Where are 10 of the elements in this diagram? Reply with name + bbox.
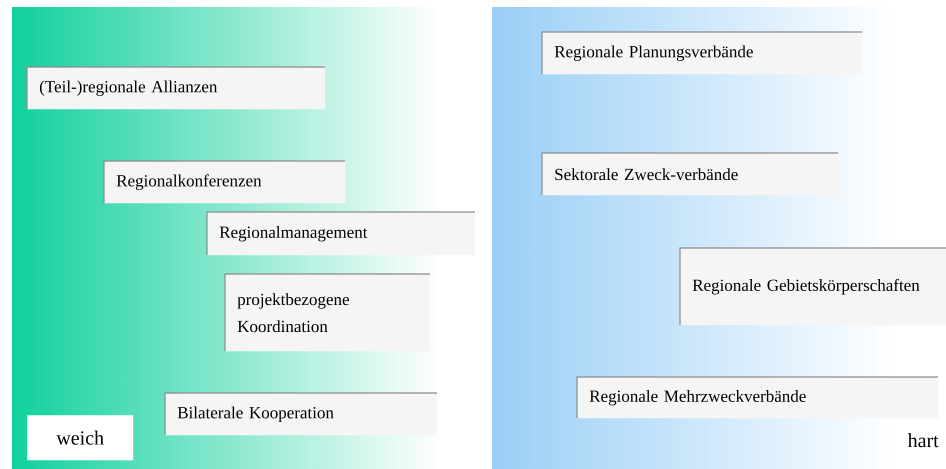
scale-label: weich bbox=[27, 415, 134, 460]
text-box: Regionalkonferenzen bbox=[103, 160, 346, 204]
text-box: Sektorale Zweck-verbände bbox=[541, 152, 838, 196]
text-box: Regionale Mehrzweckverbände bbox=[576, 376, 938, 418]
text-box: projektbezogene Koordination bbox=[224, 273, 430, 352]
text-box: Regionale Gebietskörperschaften bbox=[679, 247, 946, 326]
text-box: (Teil-)regionale Allianzen bbox=[26, 66, 326, 110]
text-box: Regionale Planungsverbände bbox=[541, 31, 862, 74]
text-box: Regionalmanagement bbox=[206, 211, 476, 256]
text-box: Bilaterale Kooperation bbox=[164, 392, 438, 436]
